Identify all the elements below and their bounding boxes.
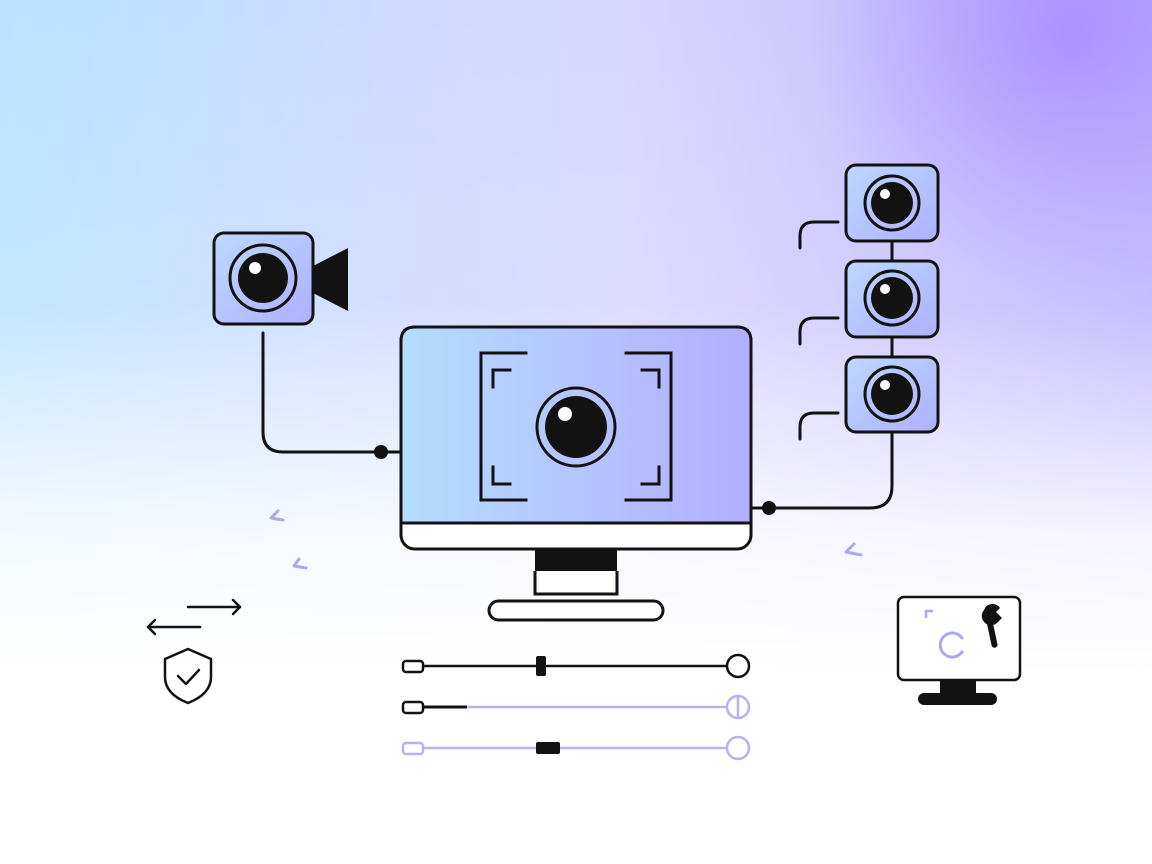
shield-check-icon [163, 647, 213, 705]
camera-icon [798, 355, 940, 441]
slider-3[interactable] [401, 735, 751, 761]
transfer-arrows-icon [146, 598, 242, 636]
slider-1-handle[interactable] [536, 656, 546, 676]
left-connector-node [374, 445, 388, 459]
sparkle-accents [269, 509, 863, 570]
left-connector-line [261, 331, 402, 454]
camera-stack [798, 163, 940, 441]
monitor-icon [399, 325, 753, 622]
video-camera-icon [212, 231, 348, 326]
monitor-wrench-icon [896, 595, 1022, 705]
slider-group [401, 653, 751, 761]
wrench-icon [981, 603, 1002, 648]
right-connector-node [762, 501, 776, 515]
right-connector-line [750, 239, 894, 510]
camera-lens-icon [535, 386, 617, 468]
camera-icon [798, 163, 940, 250]
slider-1[interactable] [401, 653, 751, 679]
slider-2[interactable] [401, 694, 751, 720]
camera-icon [798, 259, 940, 346]
slider-3-handle[interactable] [536, 742, 560, 754]
viewfinder-frame [479, 351, 673, 502]
